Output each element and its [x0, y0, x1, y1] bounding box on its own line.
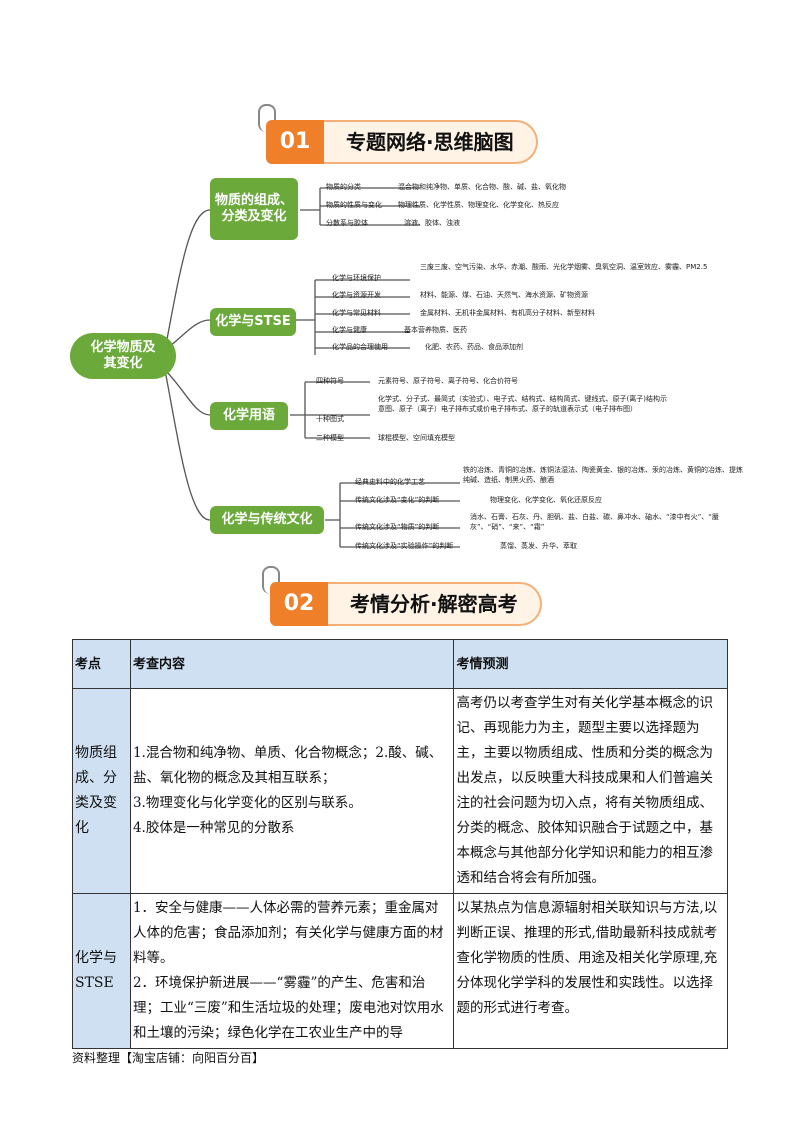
content-line: 1．安全与健康——人体必需的营养元素；重金属对人体的危害；食品添加剂；有关化学与…: [132, 900, 444, 966]
exam-analysis-table: 考点 考查内容 考情预测 物质组成、分类及变化 1.混合物和纯净物、单质、化合物…: [72, 639, 728, 1049]
leaf-detail: 球棍模型、空间填充模型: [378, 434, 455, 442]
row-content: 1.混合物和纯净物、单质、化合物概念；2.酸、碱、盐、氧化物的概念及其相互联系；…: [129, 688, 455, 894]
banner-title: 考情分析·解密高考: [328, 582, 542, 626]
footer-source: 资料整理【淘宝店铺：向阳百分百】: [72, 1051, 265, 1065]
leaf-detail: 金属材料、无机非金属材料、有机高分子材料、新型材料: [420, 309, 595, 317]
leaf-name: 物质的性质与变化: [326, 201, 382, 209]
banner-title: 专题网络·思维脑图: [324, 120, 538, 164]
leaf-name: 传统文化涉及“变化”的判断: [355, 496, 440, 504]
leaf-name: 化学与健康: [332, 326, 367, 334]
leaf-detail: 消水、石膏、石灰、丹、胆矾、盐、白盐、碳、鼻冲水、硇水、“漆中有火”、“蜃灰”、…: [470, 513, 719, 531]
leaf-name: 传统文化涉及“物质”的判断: [355, 523, 440, 531]
table-row: 物质组成、分类及变化 1.混合物和纯净物、单质、化合物概念；2.酸、碱、盐、氧化…: [72, 688, 728, 894]
leaf-name: 化学与环境保护: [332, 274, 381, 282]
row-forecast: 高考仍以考查学生对有关化学基本概念的识记、再现能力为主，题型主要以选择题为主，主…: [453, 688, 728, 894]
leaf-detail: 三废三废、空气污染、水华、赤潮、酸雨、光化学烟雾、臭氧空洞、温室效应、雾霾、PM…: [420, 263, 708, 271]
banner-number: 01: [266, 120, 324, 164]
row-content: 1．安全与健康——人体必需的营养元素；重金属对人体的危害；食品添加剂；有关化学与…: [129, 893, 455, 1049]
clip-icon: [258, 104, 276, 132]
branch-traditional-culture: 化学与传统文化: [210, 506, 324, 534]
leaf-detail: 混合物和纯净物、单质、化合物、酸、碱、盐、氧化物: [398, 183, 566, 191]
table-row: 化学与STSE 1．安全与健康——人体必需的营养元素；重金属对人体的危害；食品添…: [72, 893, 728, 1049]
leaf-name: 四种符号: [316, 377, 344, 385]
clip-icon: [262, 566, 280, 594]
header-topic: 考点: [72, 639, 131, 689]
leaf-detail: 基本营养物质、医药: [404, 326, 467, 334]
content-line: 3.物理变化与化学变化的区别与联系。: [132, 795, 362, 811]
leaf-detail: 物理性质、化学性质、物理变化、化学变化、热反应: [398, 201, 559, 209]
header-content: 考查内容: [129, 639, 455, 689]
mindmap-root: 化学物质及其变化: [70, 333, 176, 379]
header-forecast: 考情预测: [453, 639, 728, 689]
leaf-name: 化学与常见材料: [332, 309, 381, 317]
leaf-name: 传统文化涉及“实验操作”的判断: [355, 542, 454, 550]
table-header-row: 考点 考查内容 考情预测: [72, 639, 728, 689]
leaf-detail: 化肥、农药、药品、食品添加剂: [425, 343, 523, 351]
content-line: 4.胶体是一种常见的分散系: [132, 820, 295, 836]
content-line: 2．环境保护新进展——“雾霾”的产生、危害和治理；工业“三废”和生活垃圾的处理；…: [132, 975, 444, 1041]
leaf-detail: 溶液、胶体、浊液: [404, 219, 460, 227]
mindmap-connectors: [164, 187, 460, 548]
branch-classification: 物质的组成、分类及变化: [210, 178, 298, 240]
leaf-detail: 物理变化、化学变化、氧化还原反应: [490, 496, 602, 504]
leaf-name: 经典史料中的化学工艺: [355, 478, 425, 486]
leaf-detail: 化学式、分子式、最简式（实验式）、电子式、结构式、结构简式、键线式、原子(离子)…: [378, 395, 667, 413]
branch-chem-language: 化学用语: [210, 402, 288, 430]
row-topic: 物质组成、分类及变化: [72, 688, 131, 894]
mind-map: 化学物质及其变化 物质的组成、分类及变化 化学与STSE 化学用语 化学与传统文…: [70, 170, 750, 560]
leaf-detail: 铁的冶炼、青铜的冶炼、炼铜法湿法、陶瓷黄金、银的冶炼、汞的冶炼、黄铜的冶炼、提炼…: [463, 466, 743, 484]
leaf-name: 化学品的合理使用: [332, 343, 388, 351]
leaf-detail: 材料、能源、煤、石油、天然气、海水资源、矿物资源: [420, 291, 588, 299]
leaf-name: 物质的分类: [326, 183, 361, 191]
leaf-detail: 蒸馏、蒸发、升华、萃取: [500, 542, 577, 550]
leaf-name: 二种模型: [316, 434, 344, 442]
row-forecast: 以某热点为信息源辐射相关联知识与方法,以判断正误、推理的形式,借助最新科技成就考…: [453, 893, 728, 1049]
leaf-name: 化学与资源开发: [332, 291, 381, 299]
branch-stse: 化学与STSE: [210, 308, 296, 336]
leaf-detail: 元素符号、原子符号、离子符号、化合价符号: [378, 377, 518, 385]
leaf-name: 分散系与胶体: [326, 219, 368, 227]
content-line: 1.混合物和纯净物、单质、化合物概念；2.酸、碱、盐、氧化物的概念及其相互联系；: [132, 745, 443, 786]
row-topic: 化学与STSE: [72, 893, 131, 1049]
leaf-name: 十种图式: [316, 415, 344, 423]
banner-number: 02: [270, 582, 328, 626]
